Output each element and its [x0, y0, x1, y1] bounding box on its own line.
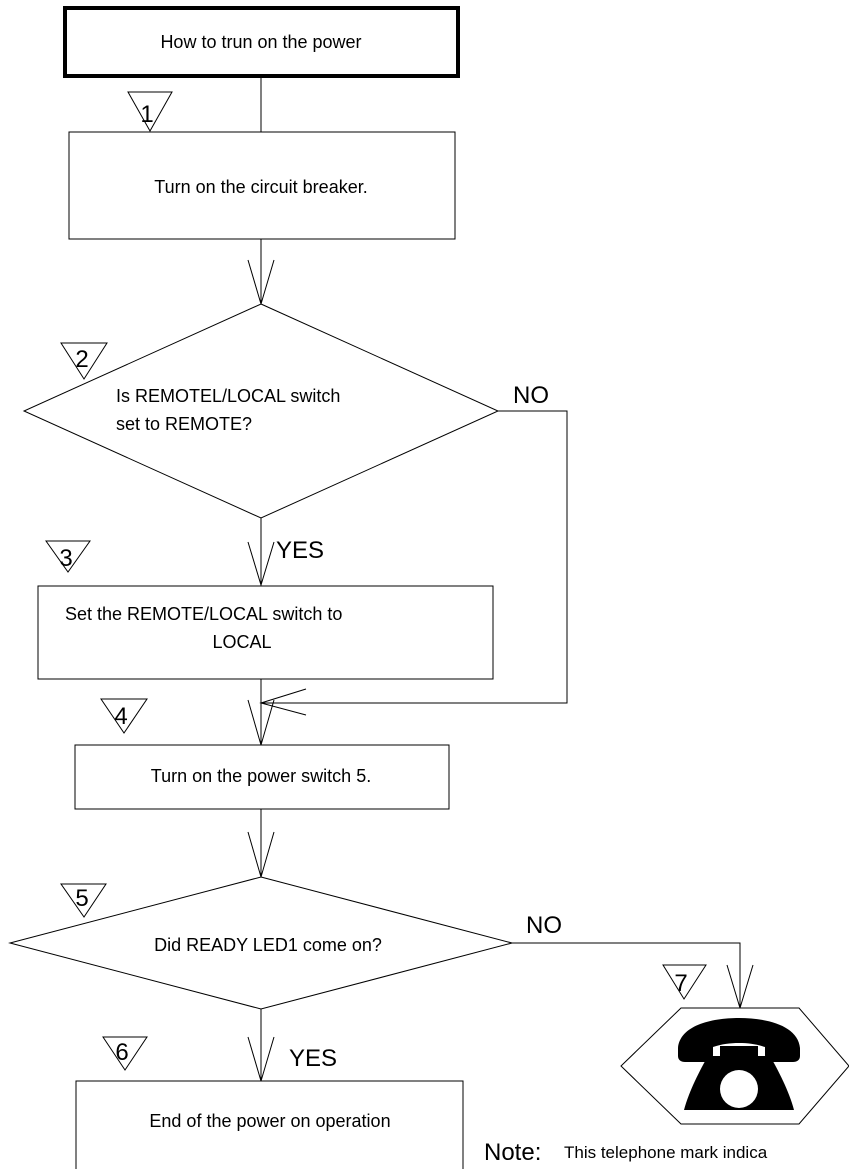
- step-marker-3: 3: [45, 540, 91, 573]
- svg-text:3: 3: [59, 545, 72, 572]
- arrow-head: [259, 688, 307, 716]
- svg-text:1: 1: [140, 101, 153, 128]
- step-marker-2: 2: [60, 342, 108, 380]
- step-1-box: Turn on the circuit breaker.: [68, 131, 456, 240]
- step-marker-6: 6: [102, 1036, 148, 1071]
- note-prefix: Note:: [484, 1139, 541, 1166]
- note-text: This telephone mark indica: [564, 1143, 768, 1162]
- yes-label-decision-2: YES: [276, 537, 324, 564]
- step-3-box: Set the REMOTE/LOCAL switch to LOCAL: [37, 585, 494, 680]
- step-4-text: Turn on the power switch 5.: [151, 766, 371, 786]
- step-6-box: End of the power on operation: [75, 1080, 464, 1169]
- decision-5-diamond: Did READY LED1 come on?: [8, 876, 514, 1010]
- telephone-note: Note: This telephone mark indica: [484, 1139, 768, 1166]
- decision-2-diamond: Is REMOTEL/LOCAL switch set to REMOTE?: [22, 303, 500, 519]
- yes-label-decision-5: YES: [289, 1045, 337, 1072]
- step-3-text-line2: LOCAL: [212, 632, 271, 652]
- arrow-head: [247, 541, 275, 587]
- step-1-text: Turn on the circuit breaker.: [154, 177, 367, 197]
- no-label-decision-2: NO: [513, 382, 549, 409]
- svg-text:4: 4: [114, 703, 127, 730]
- decision-2-text-line2: set to REMOTE?: [116, 414, 252, 434]
- svg-text:2: 2: [75, 346, 88, 373]
- title-text: How to trun on the power: [160, 32, 361, 52]
- svg-text:6: 6: [115, 1039, 128, 1066]
- svg-text:5: 5: [75, 885, 88, 912]
- contact-service-hexagon: [620, 1007, 849, 1125]
- decision-2-text-line1: Is REMOTEL/LOCAL switch: [116, 386, 340, 406]
- no-branch-connector: [261, 410, 568, 704]
- step-marker-1: 1: [127, 91, 173, 133]
- step-6-text: End of the power on operation: [149, 1111, 390, 1131]
- svg-text:7: 7: [674, 970, 687, 997]
- no-label-decision-5: NO: [526, 912, 562, 939]
- step-marker-7: 7: [662, 964, 707, 1000]
- decision-5-text: Did READY LED1 come on?: [154, 935, 382, 955]
- step-4-box: Turn on the power switch 5.: [74, 744, 450, 810]
- no-branch-connector: [512, 942, 741, 1008]
- step-marker-4: 4: [100, 698, 148, 734]
- telephone-icon: [678, 1018, 800, 1110]
- step-marker-5: 5: [60, 883, 107, 918]
- step-3-text-line1: Set the REMOTE/LOCAL switch to: [65, 604, 342, 624]
- title-box: How to trun on the power: [63, 6, 460, 78]
